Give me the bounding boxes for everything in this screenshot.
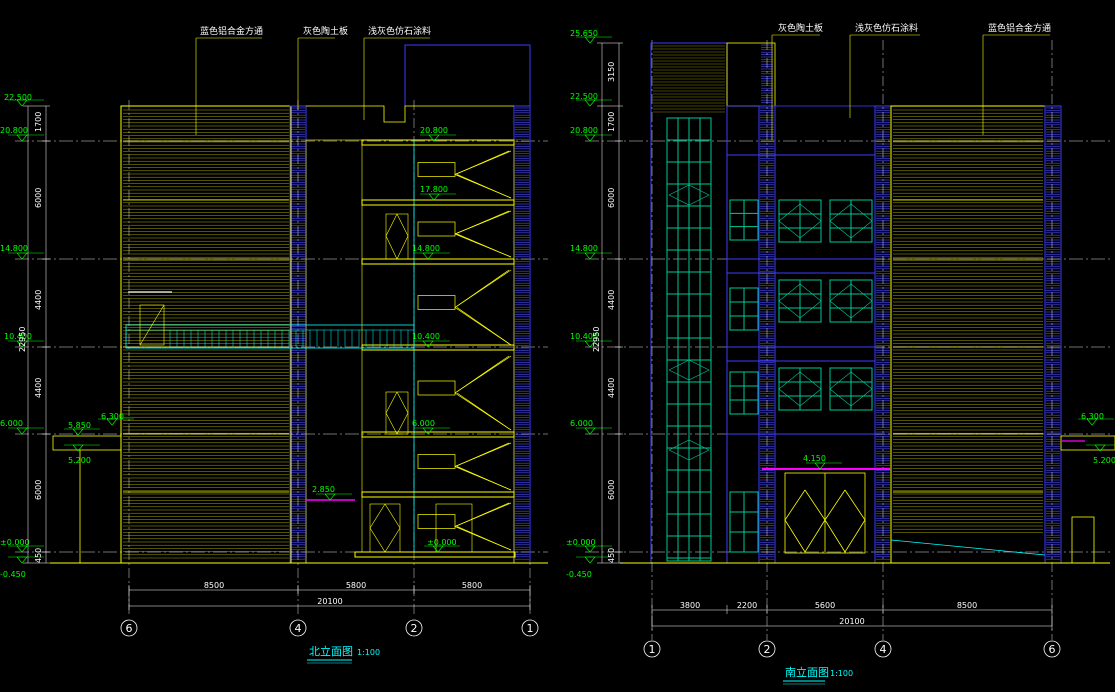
north-level-marks: 22.500 20.800 14.800 10.400 6.000 ±0.000… — [0, 93, 460, 579]
south-scale: 1:100 — [830, 669, 853, 678]
material-callouts: 蓝色铝合金方通 灰色陶土板 浅灰色仿石涂料 灰色陶土板 浅灰色仿石涂料 蓝色铝合… — [195, 22, 1051, 140]
north-level-22500: 22.500 — [4, 93, 32, 102]
north-scale: 1:100 — [357, 648, 380, 657]
south-floor-bands — [727, 154, 875, 435]
south-level-10400: 10.400 — [570, 332, 598, 341]
north-dim-1700: 1700 — [34, 112, 43, 132]
south-windows — [729, 199, 873, 553]
north-stair-flights — [417, 150, 512, 551]
north-dim-5800-b: 5800 — [462, 581, 482, 590]
south-axis-6: 6 — [1049, 643, 1056, 656]
south-axis-bubbles — [643, 640, 1061, 658]
north-level-14800: 14.800 — [0, 244, 28, 253]
north-horizontal-dimensions: 8500 5800 5800 20100 — [128, 581, 531, 610]
south-dim-total-width: 20100 — [839, 617, 864, 626]
south-level-25650: 25.650 — [570, 29, 598, 38]
south-dim-2200: 2200 — [737, 601, 757, 610]
north-diamond-windows — [369, 213, 473, 553]
north-axis-labels: 6 4 2 1 — [126, 622, 534, 635]
north-inner-level-17800: 17.800 — [420, 185, 448, 194]
north-axis-1: 1 — [527, 622, 534, 635]
north-canopy-level-5850: 5.850 — [68, 421, 91, 430]
north-dim-4400-a: 4400 — [34, 290, 43, 310]
north-axis-4: 4 — [295, 622, 302, 635]
south-callout-aluminum: 蓝色铝合金方通 — [988, 22, 1051, 34]
north-dim-450: 450 — [34, 548, 43, 563]
south-canopy-level-5200: 5.200 — [1093, 456, 1115, 465]
south-dim-total-height: 22950 — [592, 327, 601, 352]
north-dim-total-height: 22950 — [18, 327, 27, 352]
south-vertical-dimensions: 3150 1700 6000 4400 4400 6000 450 22950 — [592, 42, 623, 564]
north-stair-tower-top — [404, 44, 531, 106]
south-axis-1: 1 — [649, 643, 656, 656]
north-inner-level-2850: 2.850 — [312, 485, 335, 494]
south-level-22500: 22.500 — [570, 92, 598, 101]
south-level-20800: 20.800 — [570, 126, 598, 135]
north-axis-2: 2 — [411, 622, 418, 635]
north-canopy-level-5200: 5.200 — [68, 456, 91, 465]
north-inner-level-10400: 10.400 — [412, 332, 440, 341]
south-inner-level-4150: 4.150 — [803, 454, 826, 463]
south-curtain-wall — [666, 117, 712, 562]
north-inner-level-14800: 14.800 — [412, 244, 440, 253]
south-dim-6000-top: 6000 — [607, 188, 616, 208]
north-title-block: 北立面图 1:100 — [307, 644, 380, 664]
north-roof-line — [306, 105, 514, 123]
south-axis-labels: 1 2 4 6 — [649, 643, 1056, 656]
north-level-6000: 6.000 — [0, 419, 23, 428]
north-slabs — [354, 139, 516, 558]
north-vertical-dimensions: 1700 6000 4400 4400 6000 450 22950 — [18, 105, 50, 564]
south-dim-6000-bottom: 6000 — [607, 480, 616, 500]
north-dim-8500: 8500 — [204, 581, 224, 590]
south-canopy-level-6300: 6.300 — [1081, 412, 1104, 421]
north-inner-level-20800: 20.800 — [420, 126, 448, 135]
north-title: 北立面图 — [309, 644, 353, 658]
north-axis-bubbles — [120, 619, 539, 637]
south-dim-3150: 3150 — [607, 62, 616, 82]
north-level-10400: 10.400 — [4, 332, 32, 341]
south-entrance-doors — [784, 472, 866, 554]
south-dim-5600: 5600 — [815, 601, 835, 610]
south-callout-terracotta: 灰色陶土板 — [778, 22, 823, 34]
north-canopy-level-6300: 6.300 — [101, 412, 124, 421]
north-callout-aluminum: 蓝色铝合金方通 — [200, 25, 263, 37]
south-axis-lines — [651, 40, 1053, 640]
south-title-block: 南立面图 1:100 — [783, 665, 853, 685]
south-level-minus450: -0.450 — [566, 570, 592, 579]
south-axis-2: 2 — [764, 643, 771, 656]
north-dim-6000-top: 6000 — [34, 188, 43, 208]
south-dim-4400-a: 4400 — [607, 290, 616, 310]
north-dim-6000-bottom: 6000 — [34, 480, 43, 500]
south-elevation — [585, 40, 1115, 640]
south-level-0: ±0.000 — [566, 538, 596, 547]
south-level-6000: 6.000 — [570, 419, 593, 428]
south-dim-4400-b: 4400 — [607, 378, 616, 398]
south-horizontal-dimensions: 3800 2200 5600 8500 20100 — [651, 601, 1053, 630]
south-title: 南立面图 — [785, 665, 829, 679]
north-elevation — [15, 44, 548, 615]
north-callout-terracotta: 灰色陶土板 — [303, 25, 348, 37]
south-dim-3800: 3800 — [680, 601, 700, 610]
north-inner-level-6000: 6.000 — [412, 419, 435, 428]
north-level-20800: 20.800 — [0, 126, 28, 135]
south-level-14800: 14.800 — [570, 244, 598, 253]
south-dim-1700: 1700 — [607, 112, 616, 132]
north-bridge — [125, 291, 415, 349]
facade-hatch-layer — [123, 44, 1060, 560]
south-callout-paint: 浅灰色仿石涂料 — [855, 22, 918, 34]
south-axis-4: 4 — [880, 643, 887, 656]
north-callout-paint: 浅灰色仿石涂料 — [368, 25, 431, 37]
north-axis-6: 6 — [126, 622, 133, 635]
north-inner-level-0: ±0.000 — [427, 538, 457, 547]
north-dim-total-width: 20100 — [317, 597, 342, 606]
south-level-marks: 25.650 22.500 20.800 14.800 10.400 6.000… — [566, 29, 1115, 579]
north-level-minus450: -0.450 — [0, 570, 26, 579]
north-level-0: ±0.000 — [0, 538, 30, 547]
north-dim-4400-b: 4400 — [34, 378, 43, 398]
south-dim-8500: 8500 — [957, 601, 977, 610]
north-dim-5800-a: 5800 — [346, 581, 366, 590]
south-dim-450: 450 — [607, 548, 616, 563]
south-right-block — [890, 105, 1046, 564]
